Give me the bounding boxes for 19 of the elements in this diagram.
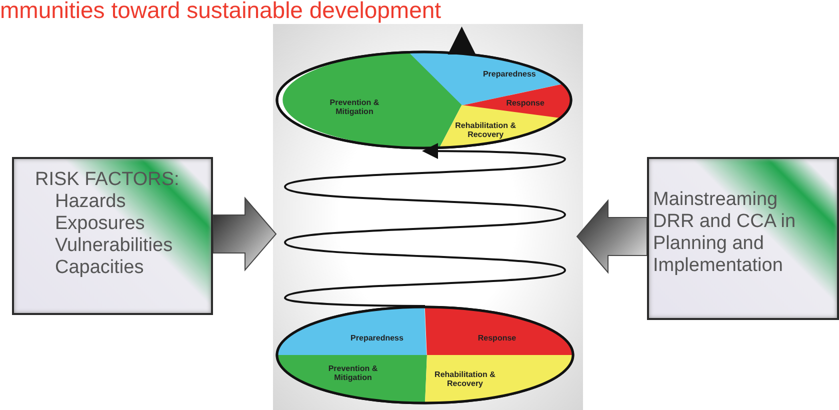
- block-arrow: [212, 196, 277, 272]
- segment-label: Prevention & Mitigation: [327, 364, 379, 382]
- list-item: Vulnerabilities: [54, 235, 173, 257]
- text-panel: [647, 157, 839, 320]
- segment-label: Response: [478, 334, 516, 342]
- segment-label: Rehabilitation & Recovery: [454, 121, 518, 139]
- segment-label: Response: [506, 98, 544, 108]
- illustration-panel: [273, 24, 583, 410]
- spiral-arrow: [284, 143, 566, 307]
- list-item: Exposures: [54, 213, 145, 235]
- arrow: [448, 26, 476, 54]
- block-arrow: [576, 199, 648, 274]
- text-panel: [12, 157, 213, 315]
- list-item: Hazards: [54, 191, 126, 213]
- segment-label: Preparedness: [350, 334, 404, 342]
- segment-label: Rehabilitation & Recovery: [434, 370, 496, 388]
- list-item: Capacities: [54, 257, 144, 279]
- segment-label: Prevention & Mitigation: [328, 98, 380, 116]
- segment-label: Preparedness: [482, 70, 536, 78]
